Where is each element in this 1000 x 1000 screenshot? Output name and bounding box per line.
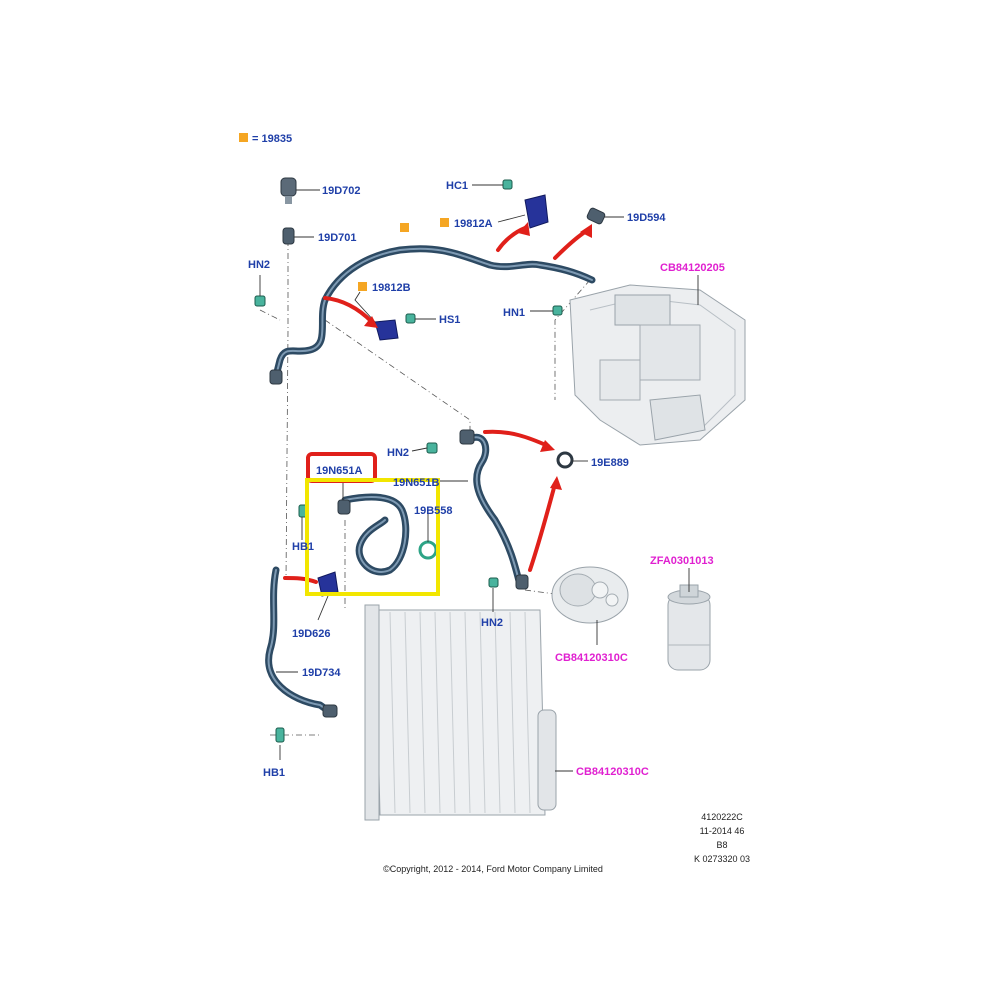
- label-cb-cond: CB84120310C: [576, 766, 649, 778]
- label-hn2-top: HN2: [248, 259, 270, 271]
- clips: [317, 194, 549, 597]
- label-19D701: 19D701: [318, 232, 357, 244]
- meta-line-1: 4120222C: [701, 812, 743, 822]
- o-ring-19B558: [418, 540, 438, 560]
- label-hb1-mid: HB1: [292, 541, 314, 553]
- label-19D734: 19D734: [302, 667, 341, 679]
- marker-19812A: [440, 218, 449, 227]
- highlight-box-yellow: [305, 478, 440, 596]
- hoses: [265, 245, 596, 716]
- label-19E889: 19E889: [591, 457, 629, 469]
- condenser: [364, 604, 557, 821]
- label-cb-comp: CB84120310C: [555, 652, 628, 664]
- label-19B558: 19B558: [414, 505, 453, 517]
- fittings: [269, 177, 606, 718]
- o-ring-19E889: [556, 451, 574, 469]
- meta-line-3: B8: [716, 840, 727, 850]
- label-hn2-mid: HN2: [387, 447, 409, 459]
- label-19D594: 19D594: [627, 212, 666, 224]
- meta-line-4: K 0273320 03: [694, 854, 750, 864]
- label-19N651A: 19N651A: [316, 465, 363, 477]
- label-19D702: 19D702: [322, 185, 361, 197]
- meta-line-2: 11-2014 46: [700, 826, 745, 836]
- label-19812A: 19812A: [454, 218, 493, 230]
- label-hc1: HC1: [446, 180, 468, 192]
- marker-19812B: [358, 282, 367, 291]
- legend-label: = 19835: [252, 133, 292, 145]
- label-zfa: ZFA0301013: [650, 555, 714, 567]
- label-hb1-bottom: HB1: [263, 767, 285, 779]
- label-hn1: HN1: [503, 307, 525, 319]
- marker-hose-top: [400, 223, 409, 232]
- label-19812B: 19812B: [372, 282, 411, 294]
- legend-swatch: [239, 133, 248, 142]
- label-19D626: 19D626: [292, 628, 331, 640]
- copyright: ©Copyright, 2012 - 2014, Ford Motor Comp…: [383, 864, 603, 874]
- receiver-drier: [667, 584, 711, 671]
- hvac-module: [569, 284, 746, 446]
- red-arrows: [283, 222, 592, 584]
- label-19N651B: 19N651B: [393, 477, 440, 489]
- label-cb-hvac: CB84120205: [660, 262, 725, 274]
- compressor: [551, 566, 629, 624]
- label-hs1: HS1: [439, 314, 460, 326]
- label-hn2-low: HN2: [481, 617, 503, 629]
